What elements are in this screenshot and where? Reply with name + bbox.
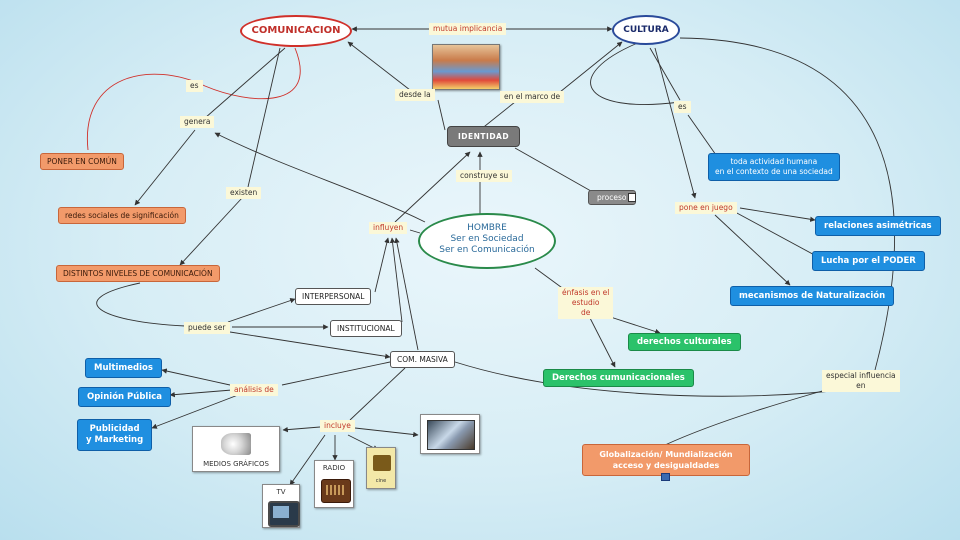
publicidad-node[interactable]: Publicidad y Marketing [77,419,153,451]
link-especial-influencia-line-1: especial influencia [826,371,896,380]
tv-label: TV [276,488,286,496]
children-photo [432,44,500,90]
relaciones-asimetricas-node[interactable]: relaciones asimétricas [815,216,941,236]
hombre-line-2: Ser en Sociedad [450,234,524,244]
link-influyen: influyen [369,222,408,234]
hombre-node[interactable]: HOMBRE Ser en Sociedad Ser en Comunicaci… [418,213,556,269]
comunicacion-node[interactable]: COMUNICACION [240,15,352,47]
newspaper-roll-icon [221,433,251,455]
actividad-humana-node[interactable]: toda actividad humana en el contexto de … [708,153,840,181]
link-pone-en-juego: pone en juego [675,202,737,214]
radio-device-icon [321,479,351,503]
publicidad-line-1: Publicidad [89,424,140,434]
hombre-line-3: Ser en Comunicación [439,245,535,255]
link-incluye: incluye [320,420,355,432]
cultura-node[interactable]: CULTURA [612,15,680,45]
institucional-node[interactable]: INSTITUCIONAL [330,320,402,337]
tv-icon[interactable]: TV [262,484,300,528]
identidad-node[interactable]: IDENTIDAD [447,126,521,147]
link-es-right: es [674,101,691,113]
globalizacion-attachment-icon[interactable] [661,473,670,481]
link-especial-influencia-line-2: en [856,381,866,390]
link-enfasis-line-3: de [580,308,591,317]
radio-icon[interactable]: RADIO [314,460,354,508]
comunicacion-label: COMUNICACION [251,25,341,36]
radio-label: RADIO [322,464,346,472]
medios-graficos-label: MEDIOS GRÁFICOS [203,460,269,468]
distintos-niveles-node[interactable]: DISTINTOS NIVELES DE COMUNICACIÓN [56,265,220,282]
link-construye-su: construye su [456,170,513,182]
link-enfasis-line-2: estudio [571,298,600,307]
derechos-comunicacionales-node[interactable]: Derechos cumunicacionales [543,369,694,387]
medios-graficos-icon[interactable]: MEDIOS GRÁFICOS [192,426,280,472]
globalizacion-line-1: Globalización/ Mundialización [599,450,733,459]
interpersonal-node[interactable]: INTERPERSONAL [295,288,372,305]
redes-sociales-node[interactable]: redes sociales de significación [58,207,186,224]
actividad-humana-line-1: toda actividad humana [730,157,818,166]
screen-picture-icon [427,420,475,450]
globalizacion-line-2: acceso y desigualdades [612,461,720,470]
proceso-node[interactable]: proceso [588,190,636,205]
proceso-attachment-icon[interactable] [628,193,636,202]
link-genera: genera [180,116,215,128]
multimedia-screen-icon[interactable] [420,414,480,454]
link-analisis-de: análisis de [230,384,278,396]
globalizacion-node[interactable]: Globalización/ Mundialización acceso y d… [582,444,750,476]
com-masiva-node[interactable]: COM. MASIVA [390,351,455,368]
poner-en-comun-node[interactable]: PONER EN COMÚN [40,153,124,170]
hombre-line-1: HOMBRE [467,223,507,233]
link-en-el-marco-de: en el marco de [500,91,565,103]
publicidad-line-2: y Marketing [86,435,144,445]
link-es-left: es [186,80,203,92]
link-enfasis: énfasis en el estudio de [558,287,614,319]
multimedios-node[interactable]: Multimedios [85,358,162,378]
cine-label: cine [375,478,387,484]
link-enfasis-line-1: énfasis en el [562,288,610,297]
mecanismos-node[interactable]: mecanismos de Naturalización [730,286,895,306]
film-camera-icon [373,455,391,471]
actividad-humana-line-2: en el contexto de una sociedad [715,167,833,176]
tv-set-icon [268,501,300,527]
cultura-label: CULTURA [623,25,669,35]
link-mutua-implicancia: mutua implicancia [429,23,507,35]
cine-icon[interactable]: cine [366,447,396,489]
lucha-poder-node[interactable]: Lucha por el PODER [812,251,925,271]
link-desde-la: desde la [395,89,435,101]
link-especial-influencia: especial influencia en [822,370,900,392]
link-existen: existen [226,187,262,199]
opinion-publica-node[interactable]: Opinión Pública [78,387,172,407]
derechos-culturales-node[interactable]: derechos culturales [628,333,741,351]
link-puede-ser: puede ser [184,322,230,334]
